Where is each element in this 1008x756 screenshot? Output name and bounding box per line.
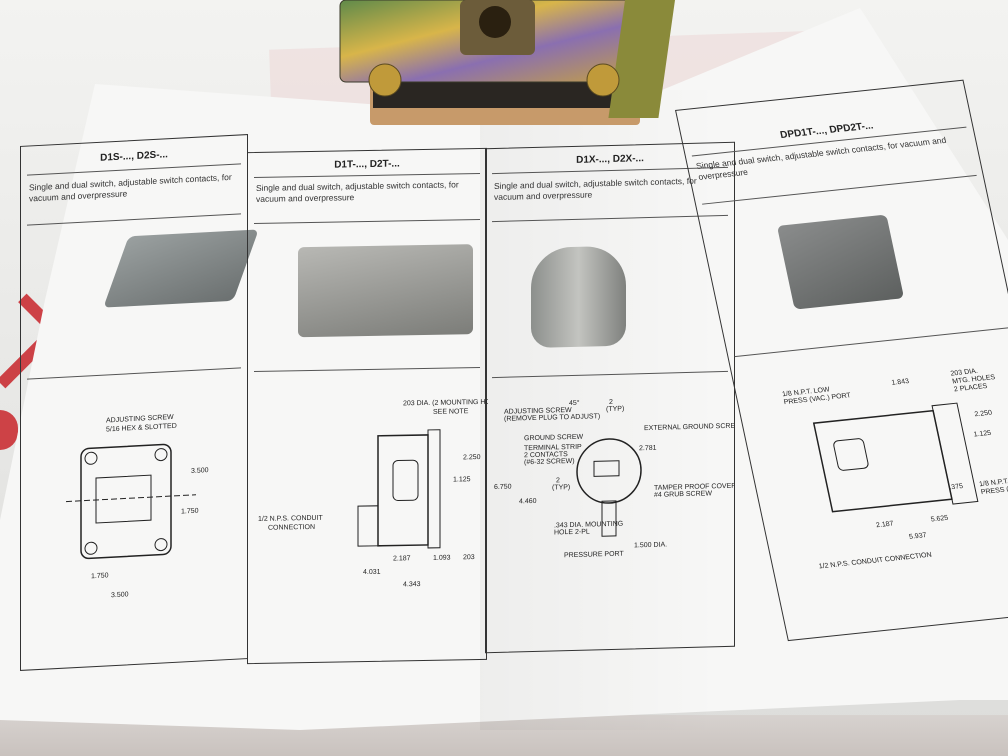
note: GROUND SCREW <box>524 434 583 443</box>
note: HOLE 2-PL <box>554 529 590 537</box>
note: (#6-32 SCREW) <box>524 458 575 466</box>
dim-label: 3.500 <box>111 591 129 599</box>
dim-label: 45° <box>569 399 580 407</box>
dimension-drawing-dpd1t: 1/8 N.P.T. LOW PRESS (VAC.) PORT 203 DIA… <box>782 368 1008 571</box>
dim-label: 1.750 <box>91 572 109 580</box>
dim-label: 2.187 <box>875 520 894 529</box>
note: #4 GRUB SCREW <box>654 490 712 499</box>
product-photo-d1s <box>103 229 259 308</box>
dim-label: 4.031 <box>363 569 381 576</box>
panel-description: Single and dual switch, adjustable switc… <box>256 179 459 204</box>
dim-label: (TYP) <box>606 406 624 413</box>
note-conduit: 1/2 N.P.S. CONDUIT <box>258 515 324 523</box>
red-logo-letter-left <box>0 410 18 450</box>
note-mounting-holes: 203 DIA. (2 MOUNTING HOLES) <box>403 399 488 408</box>
note: PRESSURE PORT <box>564 551 624 560</box>
note: (REMOVE PLUG TO ADJUST) <box>504 413 600 423</box>
note: ADJUSTING SCREW <box>504 407 572 416</box>
dim-label: 2 <box>556 477 560 484</box>
dim-label: 5.937 <box>908 532 927 541</box>
note: 2 CONTACTS <box>524 451 568 459</box>
dimension-drawing-d1t: 203 DIA. (2 MOUNTING HOLES) SEE NOTE 1/2… <box>258 399 488 589</box>
pressure-switch-device <box>339 0 676 125</box>
note: MTG. HOLES <box>952 374 997 385</box>
product-photo-d1x <box>531 245 626 349</box>
dim-label: 2.781 <box>639 445 657 452</box>
dim-label: 2.187 <box>393 555 411 562</box>
note: 2 PLACES <box>953 383 988 393</box>
note: EXTERNAL GROUND SCREW <box>644 423 734 433</box>
dim-label: (TYP) <box>552 484 570 491</box>
dimension-drawing-d1x: ADJUSTING SCREW (REMOVE PLUG TO ADJUST) … <box>494 399 734 560</box>
dim-label: 2 <box>609 399 613 406</box>
dim-label: 1.093 <box>433 555 451 562</box>
note: TERMINAL STRIP <box>524 444 582 453</box>
dim-label: 6.750 <box>494 484 512 491</box>
dim-label: 5.625 <box>930 515 949 524</box>
product-photo-d1t <box>298 244 473 338</box>
dim-label: 1.843 <box>891 378 910 387</box>
note-hex: 5/16 HEX & SLOTTED <box>106 423 177 434</box>
dim-label: .375 <box>949 483 964 491</box>
panel-d1x: D1X-..., D2X-... Single and dual switch,… <box>485 141 735 654</box>
dim-label: 1.125 <box>453 476 471 483</box>
note-adjusting-screw: ADJUSTING SCREW <box>106 414 174 425</box>
dim-label: 2.250 <box>974 410 993 419</box>
dim-label: 203 <box>463 554 475 561</box>
dim-label: 4.460 <box>519 498 537 505</box>
panel-d1t: D1T-..., D2T-... Single and dual switch,… <box>247 147 488 665</box>
note: 203 DIA. <box>950 368 979 378</box>
panel-title: D1T-..., D2T-... <box>334 158 400 171</box>
product-photo-dpd1t <box>776 214 905 310</box>
panel-d1s: D1S-..., D2S-... Single and dual switch,… <box>20 134 259 671</box>
paper-fold-shadow <box>480 90 720 730</box>
dim-label: 4.343 <box>403 581 421 588</box>
dim-label: 2.250 <box>463 454 481 461</box>
note-conduit-2: CONNECTION <box>268 524 315 532</box>
note-see-note: SEE NOTE <box>433 408 469 416</box>
dim-label: 3.500 <box>191 467 209 475</box>
note: 1/2 N.P.S. CONDUIT CONNECTION <box>818 552 932 571</box>
dim-label: 1.750 <box>181 508 199 516</box>
note: .343 DIA. MOUNTING <box>554 521 623 530</box>
note: TAMPER PROOF COVER <box>654 483 734 492</box>
note: 1.500 DIA. <box>634 542 667 550</box>
panel-description: Single and dual switch, adjustable switc… <box>29 171 232 204</box>
panel-dpd1t: DPD1T-..., DPD2T-... Single and dual swi… <box>675 79 1008 642</box>
dim-label: 1.125 <box>973 430 992 439</box>
dimension-drawing-d1s: ADJUSTING SCREW 5/16 HEX & SLOTTED 3.500… <box>66 414 209 599</box>
note: 1/8 N.P.T. LOW <box>782 386 831 398</box>
